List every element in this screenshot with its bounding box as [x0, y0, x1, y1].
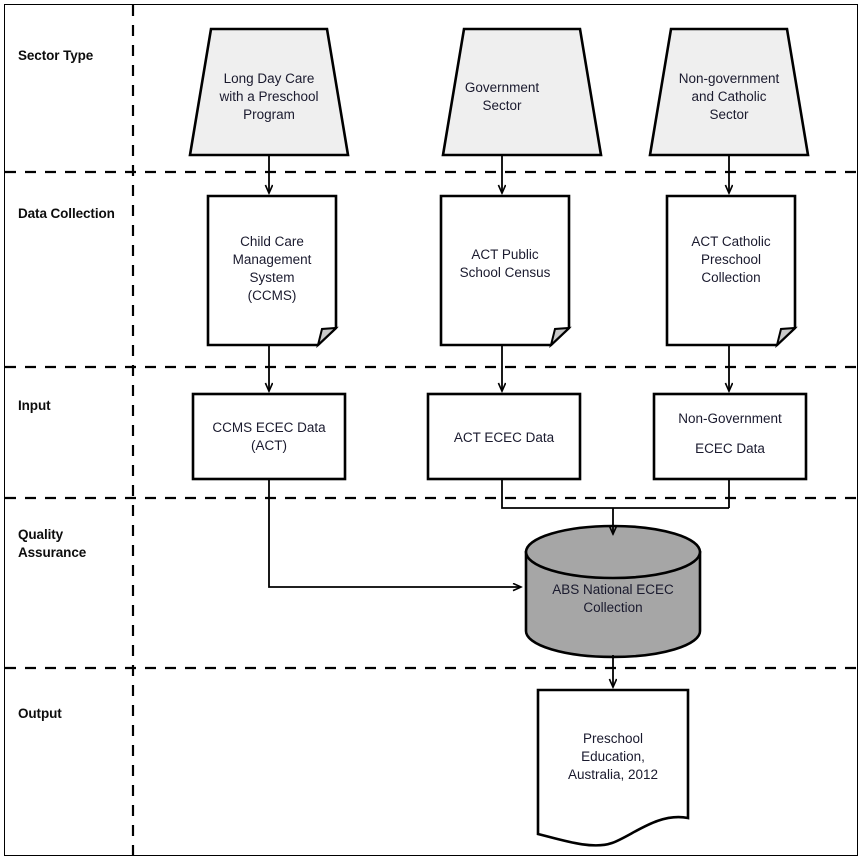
row-label-quality-assurance: Quality Assurance	[18, 527, 87, 560]
shape-non-government-catholic-sector[interactable]	[648, 27, 810, 157]
shape-non-government-ecec-data[interactable]	[652, 392, 808, 481]
row-label-sector-type: Sector Type	[18, 48, 94, 63]
connectors	[269, 155, 729, 687]
row-label-output: Output	[18, 706, 62, 721]
row-label-data-collection: Data Collection	[18, 206, 115, 221]
shape-long-day-care[interactable]	[188, 27, 350, 157]
shape-act-catholic-preschool-collection[interactable]	[665, 194, 798, 349]
shape-act-ecec-data[interactable]	[426, 392, 582, 481]
shape-government-sector[interactable]	[441, 27, 603, 157]
shape-ccms-ecec-data-act[interactable]	[191, 392, 347, 481]
shape-preschool-education-australia-2012[interactable]	[536, 688, 690, 847]
merge-line-horizontal	[501, 479, 729, 509]
shape-act-public-school-census[interactable]	[439, 194, 572, 349]
shape-ccms[interactable]	[206, 194, 339, 349]
row-label-input: Input	[18, 398, 51, 413]
shape-abs-national-ecec-collection[interactable]	[524, 524, 702, 659]
arrow-ccmsdata-to-collection	[268, 479, 521, 587]
swimlane-dividers	[5, 5, 857, 856]
diagram-frame	[4, 4, 858, 856]
